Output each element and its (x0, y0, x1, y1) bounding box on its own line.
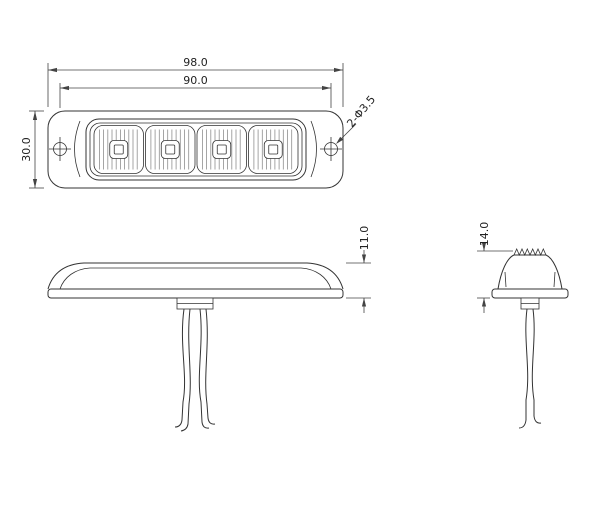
side-dome-rib-left (504, 271, 507, 288)
arrowhead (361, 298, 367, 307)
mounting-hole-left (49, 137, 71, 161)
wire (205, 308, 216, 425)
led-cell (93, 125, 144, 174)
side-wires (518, 308, 542, 429)
arrowhead (32, 179, 38, 188)
dim-front-height-label: 11.0 (358, 226, 371, 251)
right-boss-arc (310, 120, 317, 178)
dim-side-height-label: 14.0 (478, 222, 491, 247)
side-dome-outline (497, 254, 563, 290)
front-base-flange (47, 288, 344, 299)
wire (518, 308, 529, 429)
dimension-side-height: 14.0 (477, 222, 513, 313)
arrowhead (48, 67, 57, 73)
dim-body-height-label: 30.0 (20, 137, 33, 162)
dimension-outer-width: 98.0 (47, 56, 344, 107)
front-cap-inner-contour (59, 267, 332, 290)
hole-callout-label: 2-Φ3.5 (344, 93, 378, 130)
arrowhead (322, 85, 331, 91)
leader-line (340, 123, 357, 140)
led-cell (248, 125, 299, 174)
arrowhead (32, 111, 38, 120)
front-cap-outline (47, 262, 344, 290)
wire (198, 308, 210, 429)
top-view: 98.0 90.0 30.0 2-Φ3.5 (20, 56, 378, 189)
led-array (93, 125, 299, 174)
dimension-front-height: 11.0 (346, 226, 371, 313)
front-wires (174, 308, 216, 432)
mounting-hole-right (320, 137, 342, 161)
arrowhead (481, 298, 487, 307)
arrowhead (60, 85, 69, 91)
led-cell (145, 125, 196, 174)
side-dome-crown (513, 248, 547, 256)
led-cell (196, 125, 247, 174)
dim-outer-width-label: 98.0 (183, 56, 208, 69)
front-view: 11.0 (47, 226, 371, 432)
left-boss-arc (74, 120, 81, 178)
led-chip-core (268, 144, 279, 155)
led-chip-core (113, 144, 124, 155)
side-base-flange (491, 288, 569, 299)
led-chip-core (216, 144, 227, 155)
arrowhead (334, 67, 343, 73)
led-chip-core (165, 144, 176, 155)
wire (174, 308, 186, 428)
arrowhead (481, 242, 487, 251)
dim-hole-spacing-label: 90.0 (183, 74, 208, 87)
dimension-body-height: 30.0 (20, 110, 44, 189)
side-view: 14.0 (477, 222, 569, 429)
wire (180, 308, 191, 432)
dimension-hole-spacing: 90.0 (59, 74, 332, 108)
wire (531, 308, 542, 424)
side-dome-rib-right (553, 271, 556, 288)
arrowhead (361, 254, 367, 263)
